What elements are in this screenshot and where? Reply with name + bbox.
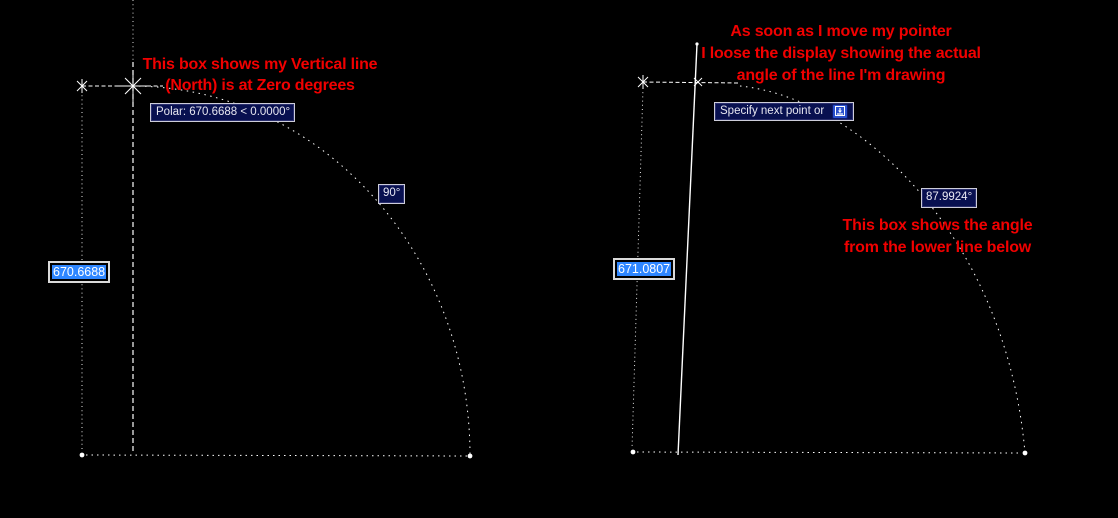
endpoint-dot bbox=[79, 452, 85, 458]
baseline-dotted bbox=[85, 454, 468, 457]
length-value-highlighted[interactable]: 670.6688 bbox=[52, 265, 107, 279]
angle-display-left: 90° bbox=[378, 184, 406, 204]
angle-sweep-arc bbox=[132, 85, 471, 457]
endpoint-dot bbox=[630, 449, 636, 455]
point-marker-star bbox=[76, 79, 88, 93]
left-drawing bbox=[76, 0, 473, 459]
length-input-right[interactable]: 671.0807 bbox=[613, 258, 676, 280]
right-annotation-bottom-text: This box shows the angle from the lower … bbox=[842, 217, 1033, 256]
endpoint-dot bbox=[467, 453, 473, 459]
length-value-highlighted[interactable]: 671.0807 bbox=[617, 262, 672, 276]
angle-sweep-arc bbox=[739, 85, 1026, 454]
prompt-tooltip: Specify next point or bbox=[714, 102, 854, 121]
horizontal-track-segment bbox=[642, 81, 741, 84]
snap-x-marker bbox=[693, 77, 703, 87]
length-input-left[interactable]: 670.6688 bbox=[48, 261, 111, 283]
left-annotation-text: This box shows my Vertical line (North) … bbox=[142, 56, 378, 94]
angle-display-right: 87.9924° bbox=[921, 188, 978, 208]
line-top-grip bbox=[695, 42, 699, 46]
down-arrow-key-icon bbox=[832, 103, 849, 119]
point-marker-star bbox=[637, 75, 649, 89]
prompt-tooltip-label: Specify next point or bbox=[720, 105, 825, 117]
endpoint-dot bbox=[1022, 450, 1028, 456]
right-annotation-top-text: As soon as I move my pointer I loose the… bbox=[701, 23, 981, 84]
polar-tooltip-label: Polar: 670.6688 < 0.0000° bbox=[156, 106, 291, 118]
baseline-dotted bbox=[636, 451, 1023, 454]
polar-tracking-tooltip: Polar: 670.6688 < 0.0000° bbox=[150, 103, 295, 122]
crosshair-cursor bbox=[117, 70, 149, 102]
drawn-line-solid bbox=[677, 43, 698, 456]
right-drawing bbox=[630, 42, 1028, 456]
